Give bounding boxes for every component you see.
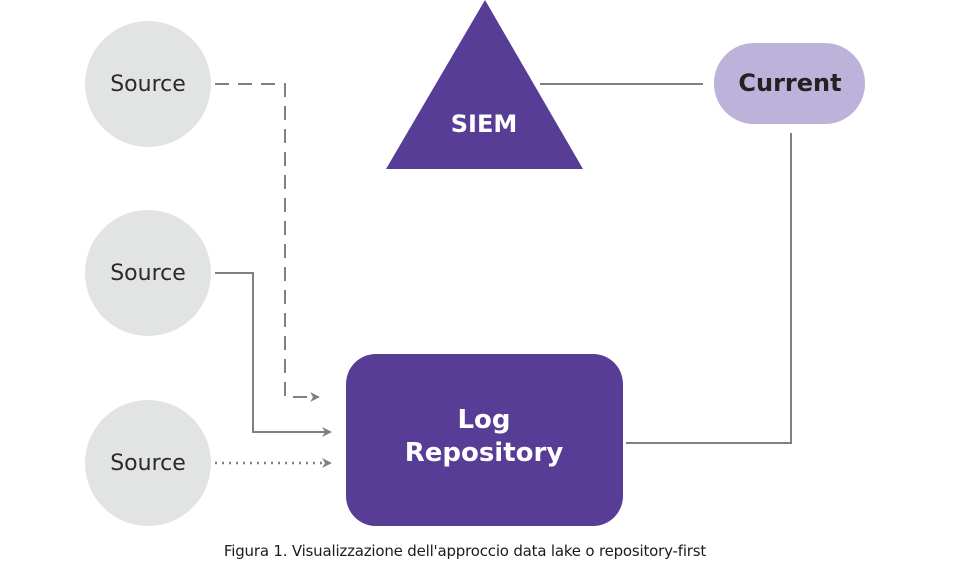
log-repository-label-line1: Log — [457, 405, 510, 435]
connector-source1-to-repository — [215, 83, 320, 402]
connector-source2-to-repository — [215, 272, 332, 437]
log-repository-label-line2: Repository — [405, 438, 564, 468]
source-node-1-label: Source — [110, 72, 186, 97]
current-node: Current — [714, 43, 865, 124]
source-node-1: Source — [85, 21, 211, 147]
siem-node-label: SIEM — [451, 110, 518, 138]
current-node-label: Current — [738, 69, 841, 97]
siem-node: SIEM — [386, 0, 583, 169]
source-node-2: Source — [85, 210, 211, 336]
connector-current-to-repository — [626, 133, 792, 444]
source-node-3: Source — [85, 400, 211, 526]
figure-caption: Figura 1. Visualizzazione dell'approccio… — [223, 542, 707, 560]
source-node-2-label: Source — [110, 261, 186, 286]
log-repository-node: Log Repository — [346, 354, 623, 526]
source-node-3-label: Source — [110, 451, 186, 476]
